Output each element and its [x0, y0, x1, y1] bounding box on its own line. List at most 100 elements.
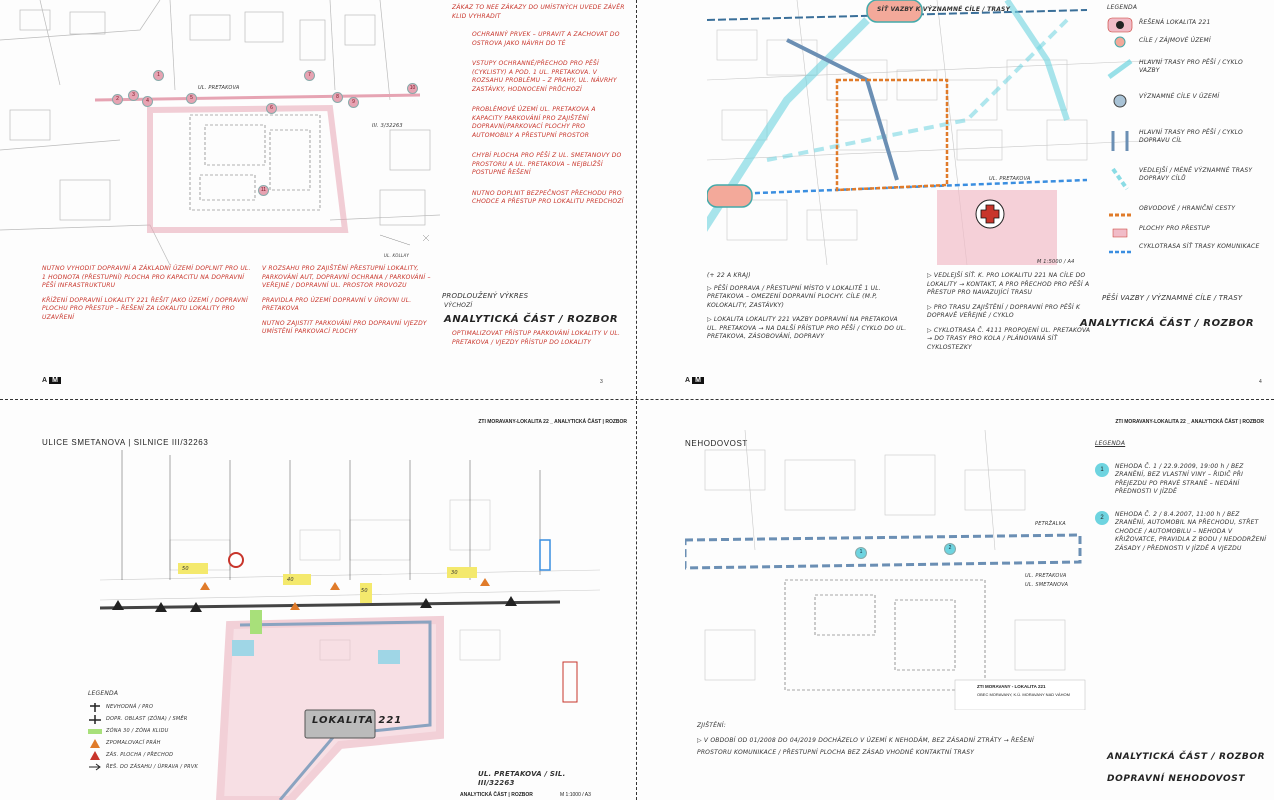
accident-text: NEHODA Č. 2 / 8.4.2007, 11:00 h / BEZ ZR… [1115, 510, 1267, 552]
legend-text: CYKLOTRASA SÍŤ TRASY KOMUNIKACE [1139, 242, 1260, 250]
caption-title: ANALYTICKÁ ČÁST / ROZBOR [1107, 752, 1266, 762]
notes-bottom-right: OPTIMALIZOVAT PŘÍSTUP PARKOVÁNÍ LOKALITY… [452, 330, 628, 347]
note-item: NUTNO ZAJISTIT PARKOVÁNÍ PRO DOPRAVNÍ VJ… [262, 319, 427, 336]
main-route-icon [1111, 130, 1129, 151]
map-route-label: SÍŤ VAZBY K VÝZNAMNÉ CÍLE / TRASY [877, 6, 1011, 13]
page-number: 3 [600, 379, 603, 385]
area-icon [1112, 228, 1128, 237]
legend-smetanova: LEGENDA NEVHODNÁ / PRO DOPR. OBLAST (ZÓN… [88, 690, 198, 770]
caption-title: ANALYTICKÁ ČÁST / ROZBOR [444, 314, 619, 325]
street-label: UL. PRETAKOVA [198, 85, 240, 91]
legend-routes: LEGENDA ŘEŠENÁ LOKALITA 221 CÍLE / ZÁJMO… [1107, 4, 1269, 277]
accident-entry: 2 NEHODA Č. 2 / 8.4.2007, 11:00 h / BEZ … [1095, 510, 1267, 554]
legend-text: HLAVNÍ TRASY PRO PĚŠÍ / CYKLO DOPRAVU CÍ… [1139, 128, 1243, 145]
findings: ZJIŠTĚNÍ: ▷ V OBDOBÍ OD 01/2008 DO 04/20… [697, 722, 1037, 759]
note-item: ▷ PĚŠÍ DOPRAVA / PŘESTUPNÍ MÍSTO V LOKAL… [707, 284, 881, 309]
title-box: ZTI MORAVANY - LOKALITA 221 [977, 684, 1046, 689]
note-item: V ROZSAHU PRO ZAJIŠTĚNÍ PŘESTUPNÍ LOKALI… [262, 265, 431, 289]
legend-text: VÝZNAMNÉ CÍLE V ÚZEMÍ [1139, 92, 1220, 100]
note-item: (+ 22 A KRAJ) [707, 272, 751, 279]
zone-icon [88, 728, 102, 734]
section-title: NEHODOVOST [685, 439, 748, 448]
locality-label: LOKALITA 221 [312, 715, 403, 726]
map-marker[interactable]: 7 [304, 70, 315, 81]
note-item: VSTUPY OCHRANNÉ/PŘECHOD PRO PĚŠÍ (CYKLIS… [472, 60, 617, 93]
sheet-smetanova: ZTI MORAVANY-LOKALITA 22 _ ANALYTICKÁ ČÁ… [0, 400, 637, 800]
note-item: NUTNO VYHODIT DOPRAVNÍ A ZÁKLADNÍ ÚZEMÍ … [42, 265, 251, 289]
accident-marker[interactable]: 2 [944, 543, 956, 555]
legend-text: VEDLEJŠÍ / MÉNĚ VÝZNAMNÉ TRASY DOPRAVY C… [1139, 166, 1253, 183]
speed-label: 40 [287, 577, 294, 583]
route-icon [1107, 58, 1133, 79]
title-box-sub: OBEC MORAVANY, K.Ú. MORAVANY NAD VÁHOM [977, 692, 1070, 697]
road-code-label: III. 3/32263 [372, 123, 403, 129]
section-title: ULICE SMETANOVA | SILNICE III/32263 [42, 438, 209, 447]
note-item: CHYBÍ PLOCHA PRO PĚŠÍ Z UL. SMETANOVY DO… [472, 152, 622, 176]
map-marker[interactable]: 8 [332, 92, 343, 103]
accident-marker[interactable]: 1 [855, 547, 867, 559]
sheet-page-4: SÍŤ VAZBY K VÝZNAMNÉ CÍLE / TRASY UL. PR… [637, 0, 1274, 400]
speed-label: 30 [451, 570, 458, 576]
caption-small: PRODLOUŽENÝ VÝKRES [442, 292, 529, 300]
accident-map [685, 430, 1086, 710]
caption-title: ANALYTICKÁ ČÁST / ROZBOR [1080, 318, 1255, 329]
vertical-divider [636, 0, 637, 800]
map-marker[interactable]: 10 [407, 83, 418, 94]
caption-small-2: VÝCHOZÍ [444, 302, 473, 309]
legend-text: OBVODOVÉ / HRANIČNÍ CESTY [1139, 204, 1236, 212]
note-item: ZÁKAZ TO NEE ZÁKAZY DO UMÍSTNÝCH UVEDE Z… [452, 4, 625, 20]
hospital-icon [1114, 36, 1126, 47]
target-icon [1113, 94, 1127, 107]
note-item: KŘÍŽENÍ DOPRAVNÍ LOKALITY 221 ŘEŠIT JAKO… [42, 296, 248, 321]
map-marker[interactable]: 2 [112, 94, 123, 105]
map-marker[interactable]: 4 [142, 96, 153, 107]
notes-mid: ▷ VEDLEJŠÍ SÍŤ. K. PRO LOKALITU 221 NA C… [927, 272, 1092, 352]
street-plan [99, 450, 601, 800]
notes-left: (+ 22 A KRAJ) ▷ PĚŠÍ DOPRAVA / PŘESTUPNÍ… [707, 272, 907, 342]
map-marker[interactable]: 11 [258, 185, 269, 196]
caption-subtitle: PĚŠÍ VAZBY / VÝZNAMNÉ CÍLE / TRASY [1102, 294, 1243, 302]
note-item: ▷ VEDLEJŠÍ SÍŤ. K. PRO LOKALITU 221 NA C… [927, 272, 1090, 296]
horizontal-divider [0, 399, 1274, 400]
page-number: 4 [1259, 379, 1262, 385]
street-label-2: UL. SMETANOVA [1025, 582, 1069, 588]
footer-right: M 1:1000 / A3 [560, 792, 591, 798]
legend-title: LEGENDA [1107, 4, 1138, 11]
street-label-kollay: UL. KOLLAY [384, 253, 409, 258]
secondary-route-icon [1111, 167, 1129, 190]
map-marker[interactable]: 5 [186, 93, 197, 104]
map-marker[interactable]: 6 [266, 103, 277, 114]
boundary-icon [1109, 213, 1131, 216]
speed-label: 50 [182, 566, 189, 572]
street-label: UL. PRETAKOVA / SIL. III/32263 [478, 770, 566, 787]
findings-title: ZJIŠTĚNÍ: [697, 722, 726, 729]
street-label: UL. PRETAKOVA [989, 176, 1031, 182]
map-marker[interactable]: 3 [128, 90, 139, 101]
sheet-page-3: 1 2 3 4 5 6 7 8 9 10 11 UL. PRETAKOVA II… [0, 0, 637, 400]
arrow-icon [89, 763, 101, 770]
routes-map [707, 0, 1167, 265]
legend-text: PLOCHY PRO PŘESTUP [1139, 224, 1210, 232]
note-item: PROBLÉMOVÉ ÚZEMÍ UL. PRETAKOVA A KAPACIT… [472, 106, 596, 139]
signpost-icon [90, 702, 100, 712]
note-item: OCHRANNÝ PRVEK – UPRAVIT A ZACHOVAT DO O… [472, 31, 620, 47]
accident-number-icon: 1 [1095, 462, 1109, 477]
caption-subtitle: DOPRAVNÍ NEHODOVOST [1107, 774, 1246, 784]
footer-left: ANALYTICKÁ ČÁST | ROZBOR [460, 792, 533, 798]
warning-icon [90, 738, 100, 748]
scale-label: M 1:5000 / A4 [1037, 259, 1075, 265]
legend-title: LEGENDA [1095, 440, 1126, 447]
map-marker[interactable]: 1 [153, 70, 164, 81]
page-header: ZTI MORAVANY-LOKALITA 22 _ ANALYTICKÁ ČÁ… [1115, 419, 1264, 425]
accident-entry: 1 NEHODA Č. 1 / 22.9.2009, 19:00 h / BEZ… [1095, 462, 1267, 497]
legend-text: ŘEŠENÁ LOKALITA 221 [1139, 18, 1211, 26]
site-map-detail [0, 0, 440, 265]
note-item: ▷ CYKLOTRASA Č. 4111 PROPOJENÍ UL. PRETA… [927, 326, 1091, 351]
map-marker[interactable]: 9 [348, 97, 359, 108]
accident-number-icon: 2 [1095, 510, 1109, 525]
crossing-icon [89, 714, 101, 724]
cycle-icon [1109, 250, 1131, 253]
notes-bottom-left: NUTNO VYHODIT DOPRAVNÍ A ZÁKLADNÍ ÚZEMÍ … [42, 265, 252, 322]
